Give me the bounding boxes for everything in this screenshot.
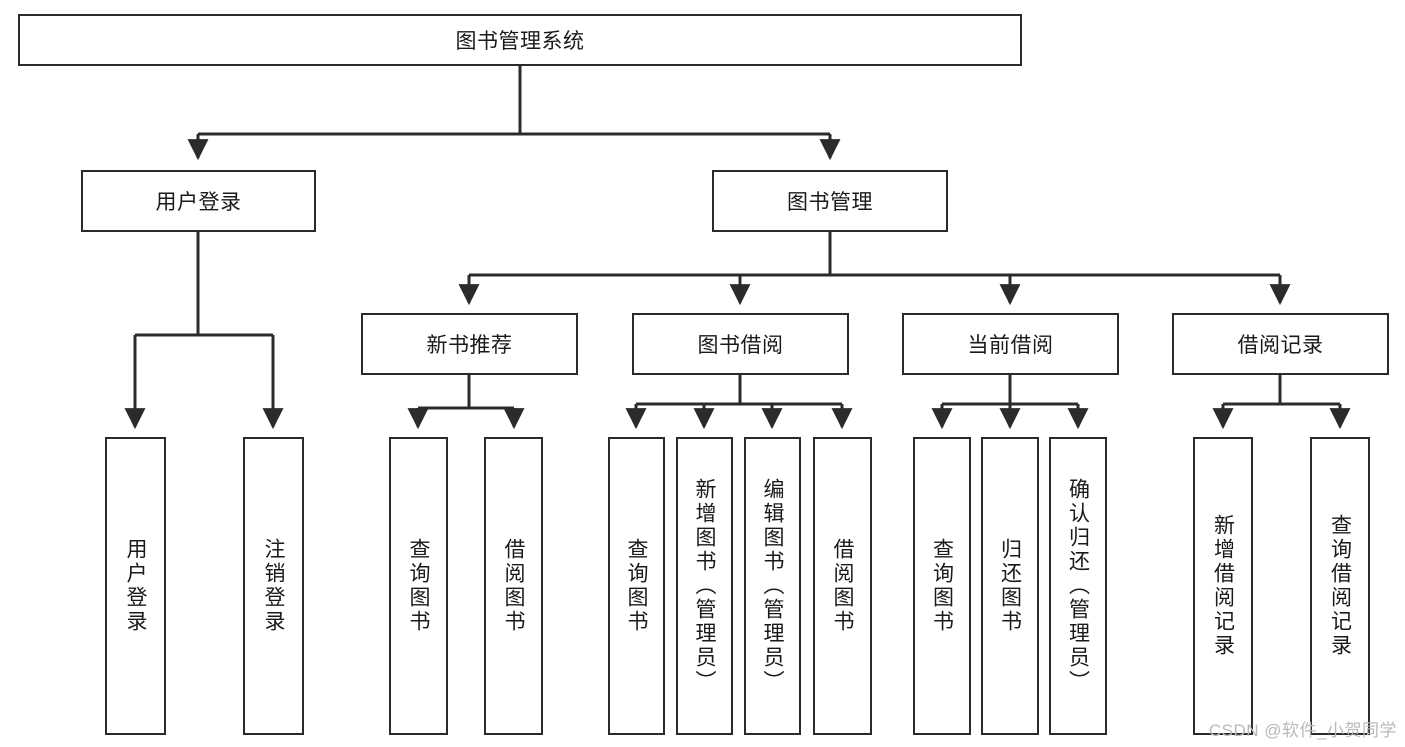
node-book-borrow-label: 图书借阅	[697, 334, 784, 357]
node-leaf-user-logout[interactable]: 注销登录	[243, 437, 304, 735]
node-current-borrow[interactable]: 当前借阅	[902, 313, 1119, 375]
node-leaf-return-book[interactable]: 归还图书	[981, 437, 1039, 735]
node-leaf-user-login[interactable]: 用户登录	[105, 437, 166, 735]
node-user-login[interactable]: 用户登录	[81, 170, 316, 232]
node-borrow-record[interactable]: 借阅记录	[1172, 313, 1389, 375]
node-book-manage[interactable]: 图书管理	[712, 170, 948, 232]
node-leaf-borrow-book-nb[interactable]: 借阅图书	[484, 437, 543, 735]
node-root[interactable]: 图书管理系统	[18, 14, 1022, 66]
node-leaf-query-book-nb[interactable]: 查询图书	[389, 437, 448, 735]
node-user-login-label: 用户登录	[155, 191, 242, 214]
node-book-borrow[interactable]: 图书借阅	[632, 313, 849, 375]
node-leaf-user-logout-label: 注销登录	[262, 538, 285, 634]
node-new-book-recommend-label: 新书推荐	[426, 334, 513, 357]
node-leaf-edit-book[interactable]: 编辑图书（管理员）	[744, 437, 801, 735]
node-leaf-borrow-book-bb[interactable]: 借阅图书	[813, 437, 872, 735]
node-leaf-confirm-return-label: 确认归还（管理员）	[1066, 478, 1090, 694]
node-leaf-add-record[interactable]: 新增借阅记录	[1193, 437, 1253, 735]
node-leaf-query-record-label: 查询借阅记录	[1328, 514, 1352, 658]
node-leaf-add-book[interactable]: 新增图书（管理员）	[676, 437, 733, 735]
node-root-label: 图书管理系统	[455, 30, 585, 53]
node-new-book-recommend[interactable]: 新书推荐	[361, 313, 578, 375]
node-leaf-query-book-cb-label: 查询图书	[930, 538, 954, 634]
node-leaf-query-book-cb[interactable]: 查询图书	[913, 437, 971, 735]
node-borrow-record-label: 借阅记录	[1237, 334, 1324, 357]
node-leaf-query-book-bb-label: 查询图书	[625, 538, 648, 634]
node-leaf-confirm-return[interactable]: 确认归还（管理员）	[1049, 437, 1107, 735]
node-leaf-add-record-label: 新增借阅记录	[1211, 514, 1235, 658]
node-leaf-borrow-book-nb-label: 借阅图书	[502, 538, 525, 634]
node-leaf-edit-book-label: 编辑图书（管理员）	[761, 478, 784, 694]
csdn-watermark: CSDN @软件_小贺同学	[1208, 721, 1397, 740]
node-leaf-query-book-nb-label: 查询图书	[407, 538, 430, 634]
node-leaf-query-book-bb[interactable]: 查询图书	[608, 437, 665, 735]
node-leaf-add-book-label: 新增图书（管理员）	[693, 478, 716, 694]
node-leaf-return-book-label: 归还图书	[998, 538, 1022, 634]
node-leaf-user-login-label: 用户登录	[124, 538, 147, 634]
node-leaf-query-record[interactable]: 查询借阅记录	[1310, 437, 1370, 735]
node-leaf-borrow-book-bb-label: 借阅图书	[831, 538, 854, 634]
node-book-manage-label: 图书管理	[787, 191, 873, 214]
node-current-borrow-label: 当前借阅	[967, 334, 1054, 357]
